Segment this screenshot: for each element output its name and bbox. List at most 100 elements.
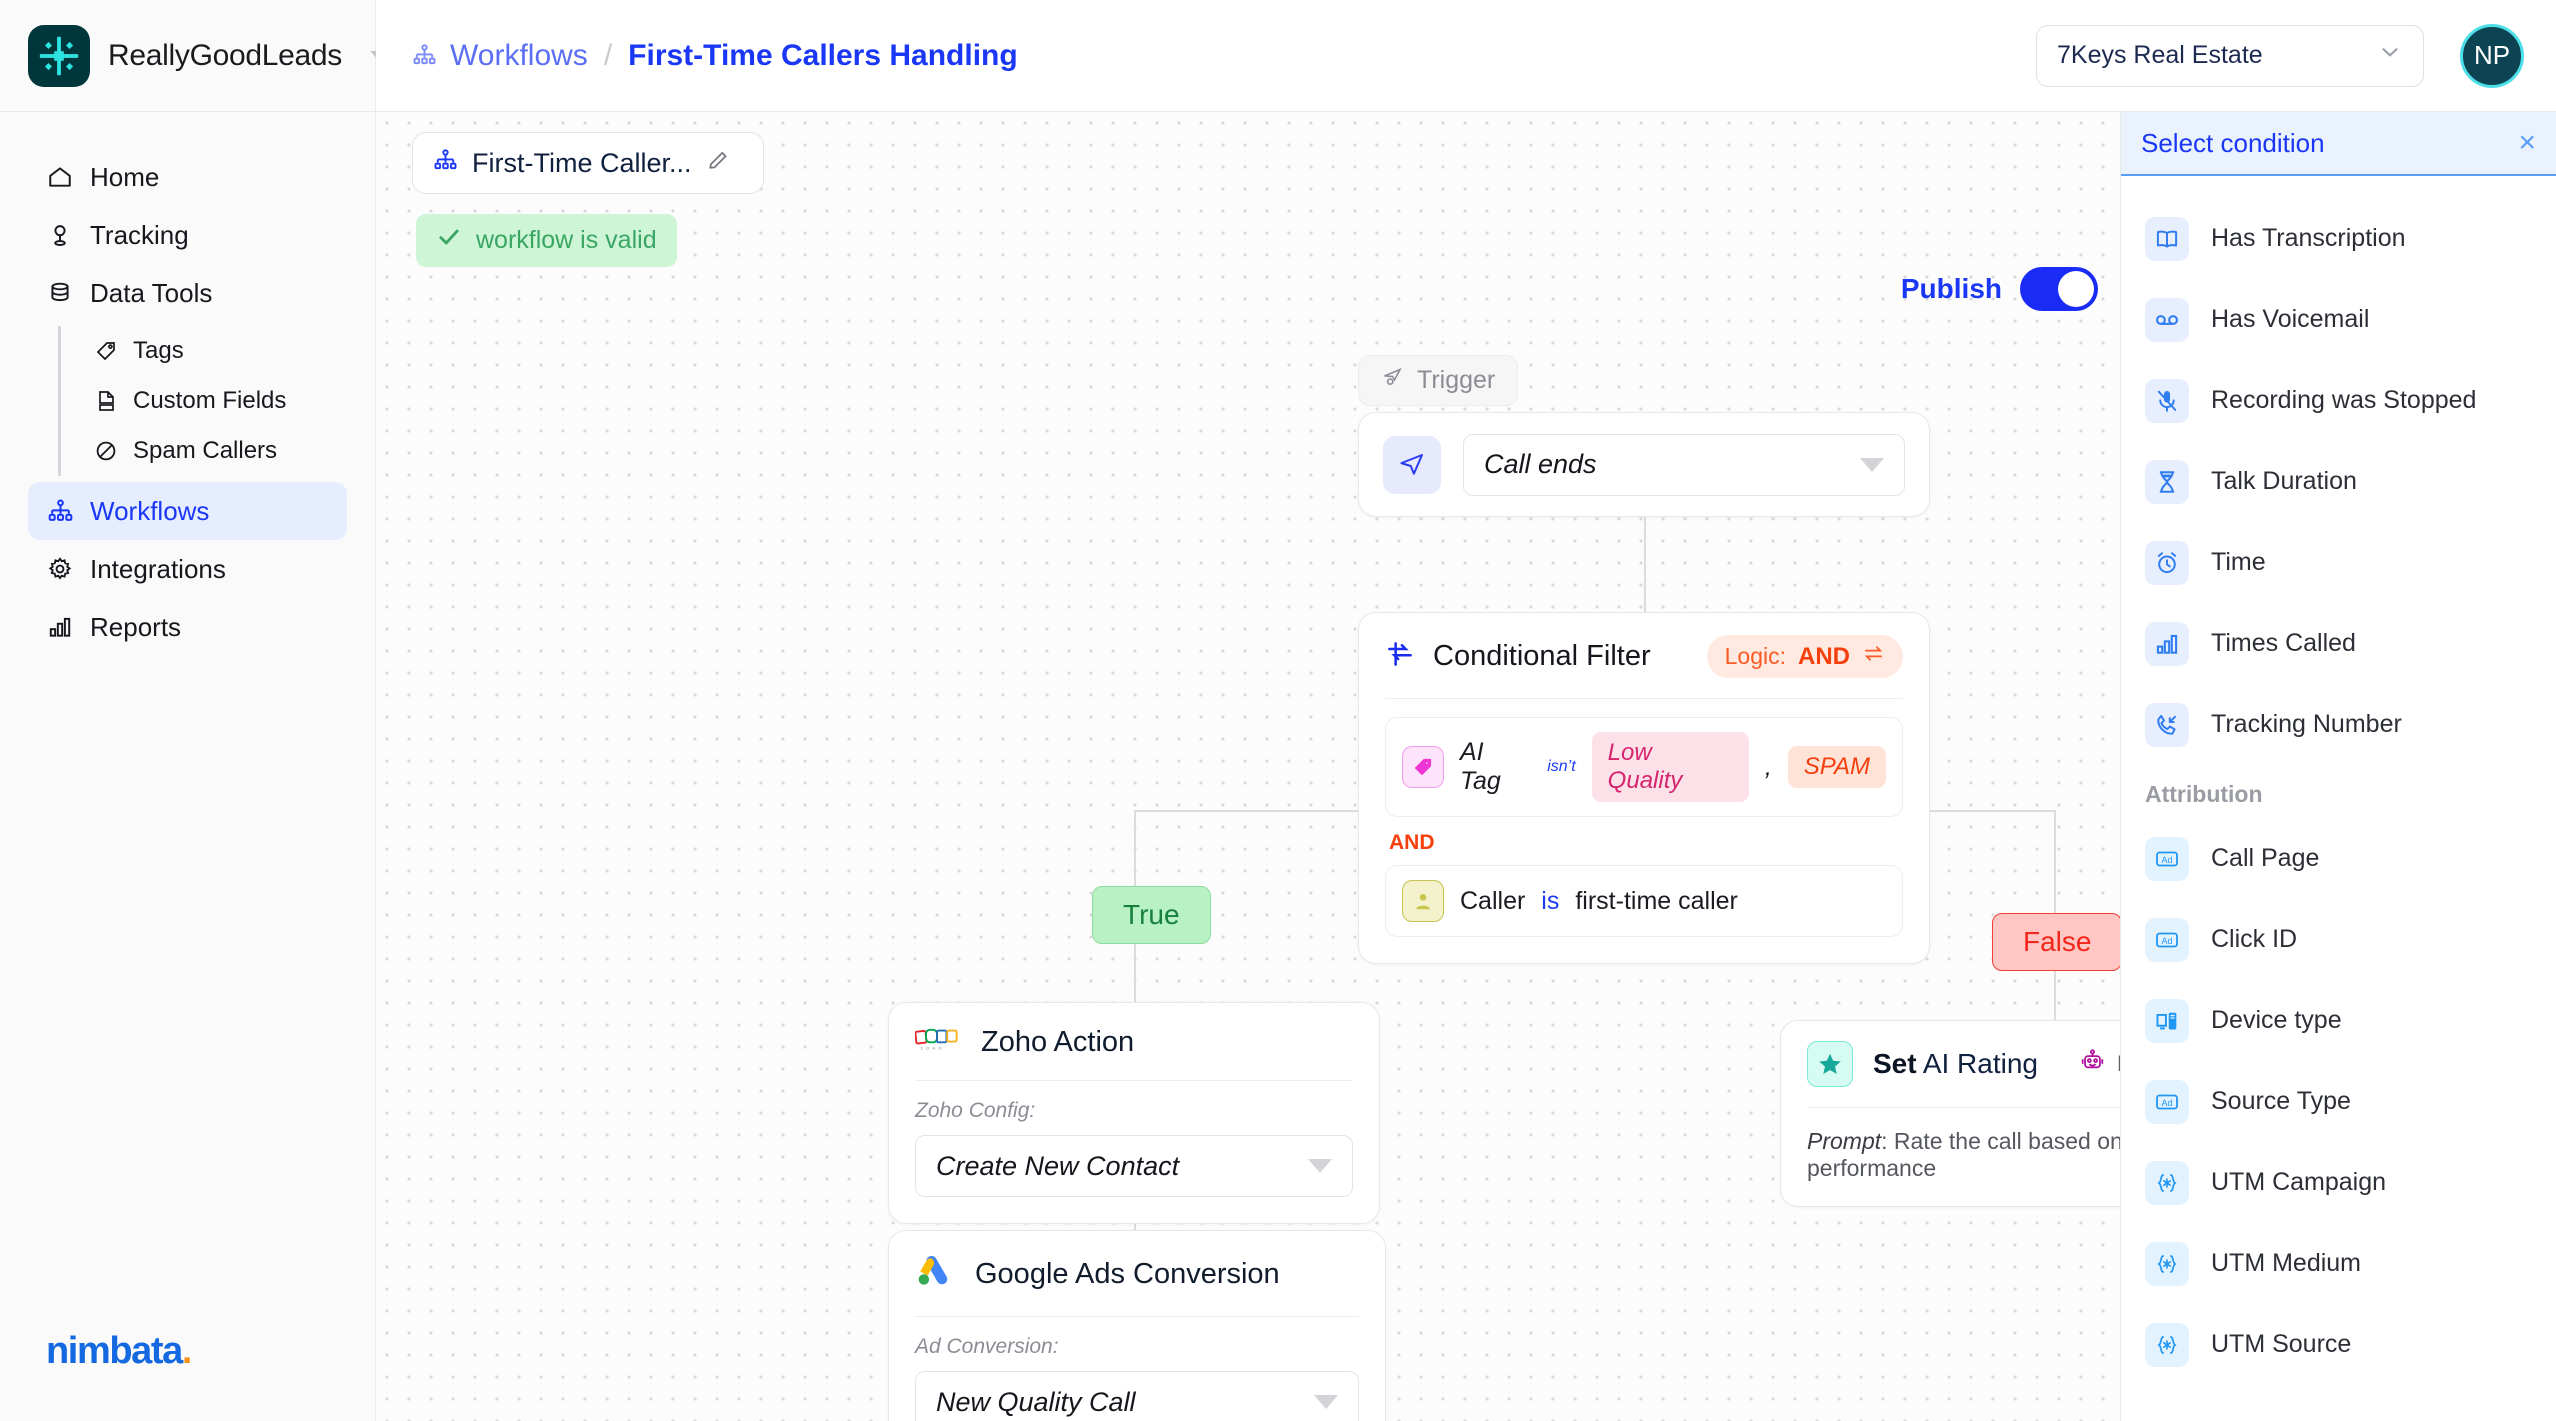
- condition-field: AI Tag: [1460, 738, 1501, 795]
- divider: [915, 1080, 1353, 1081]
- google-ads-title: Google Ads Conversion: [975, 1258, 1280, 1290]
- sidebar-item-data-tools[interactable]: Data Tools: [28, 264, 347, 322]
- trigger-select[interactable]: Call ends: [1463, 433, 1905, 496]
- svg-text:Ad: Ad: [2161, 1098, 2172, 1108]
- braces-icon: [2145, 1322, 2189, 1367]
- condition-item-label: Tracking Number: [2211, 710, 2402, 738]
- ad-conversion-label: Ad Conversion:: [915, 1335, 1059, 1358]
- zoho-action-title: Zoho Action: [981, 1026, 1135, 1058]
- svg-text:Z O H O: Z O H O: [921, 1045, 943, 1050]
- condition-value-pill[interactable]: SPAM: [1787, 746, 1886, 788]
- voicemail-icon: [2145, 297, 2189, 342]
- sidebar-item-label: Integrations: [90, 553, 226, 584]
- condition-field: Caller: [1460, 886, 1526, 915]
- top-bar: Workflows / First-Time Callers Handling …: [376, 0, 2556, 112]
- star-icon: [1807, 1041, 1853, 1087]
- branch-icon: [1385, 639, 1415, 674]
- divider: [915, 1316, 1359, 1317]
- publish-label: Publish: [1900, 273, 2002, 304]
- condition-list[interactable]: Has Transcription Has Voicemail: [2121, 176, 2556, 1421]
- main-area: Workflows / First-Time Callers Handling …: [376, 0, 2556, 1421]
- sidebar-subitem-label: Spam Callers: [133, 437, 278, 464]
- condition-item-utm-medium[interactable]: UTM Medium: [2121, 1223, 2556, 1304]
- condition-value: first-time caller: [1575, 886, 1738, 915]
- condition-item-tracking-number[interactable]: Tracking Number: [2121, 684, 2556, 765]
- chevron-down-icon: [1314, 1395, 1338, 1409]
- tag-icon: [1402, 746, 1444, 788]
- condition-item-device-type[interactable]: Device type: [2121, 980, 2556, 1061]
- nimbata-logo-text: nimbata: [46, 1330, 183, 1372]
- ad-icon: Ad: [2145, 836, 2189, 881]
- brand-header[interactable]: ReallyGoodLeads: [0, 0, 388, 112]
- condition-item-recording-was-stopped[interactable]: Recording was Stopped: [2121, 360, 2556, 441]
- sidebar: ReallyGoodLeads Home Tracking: [0, 0, 388, 1421]
- zoho-action-node[interactable]: Z O H O Zoho Action Zoho Config: Create …: [888, 1002, 1380, 1224]
- condition-item-call-page[interactable]: Ad Call Page: [2121, 818, 2556, 899]
- logic-toggle-chip[interactable]: Logic: AND: [1706, 635, 1903, 678]
- sidebar-item-spam-callers[interactable]: Spam Callers: [85, 426, 347, 476]
- condition-item-label: Has Transcription: [2211, 224, 2406, 252]
- condition-item-click-id[interactable]: Ad Click ID: [2121, 899, 2556, 980]
- sidebar-item-tags[interactable]: Tags: [85, 326, 347, 376]
- condition-operator: is: [1541, 886, 1560, 915]
- conditional-filter-node[interactable]: Conditional Filter Logic: AND: [1358, 612, 1930, 964]
- home-icon: [46, 163, 74, 191]
- zoho-logo-icon: Z O H O: [914, 1025, 959, 1060]
- breadcrumb: Workflows / First-Time Callers Handling: [412, 39, 1018, 73]
- conditional-filter-title: Conditional Filter: [1433, 640, 1651, 672]
- trigger-chip: Trigger: [1358, 355, 1519, 406]
- ad-icon: Ad: [2145, 1079, 2189, 1124]
- sidebar-item-tracking[interactable]: Tracking: [28, 206, 347, 264]
- sidebar-item-workflows[interactable]: Workflows: [28, 482, 347, 540]
- chevron-down-icon: [1308, 1159, 1332, 1173]
- condition-item-time[interactable]: Time: [2121, 522, 2556, 603]
- condition-row-ai-tag[interactable]: AI Tag isn’t Low Quality , SPAM: [1385, 717, 1903, 817]
- condition-item-label: UTM Source: [2211, 1330, 2352, 1358]
- topbar-right: 7Keys Real Estate NP: [2036, 23, 2524, 88]
- close-icon[interactable]: ×: [2518, 126, 2536, 159]
- condition-value-pill[interactable]: Low Quality: [1591, 732, 1749, 802]
- condition-item-label: Times Called: [2211, 629, 2356, 657]
- ad-conversion-select[interactable]: New Quality Call: [915, 1371, 1359, 1421]
- condition-item-has-transcription[interactable]: Has Transcription: [2121, 198, 2556, 279]
- branch-label-true: True: [1092, 886, 1211, 944]
- avatar-initials: NP: [2473, 40, 2511, 70]
- nimbata-logo-dot: .: [181, 1330, 193, 1372]
- sidebar-item-home[interactable]: Home: [28, 148, 347, 206]
- pencil-icon[interactable]: [706, 148, 731, 178]
- google-ads-conversion-node[interactable]: Google Ads Conversion Ad Conversion: New…: [888, 1230, 1386, 1421]
- condition-item-has-voicemail[interactable]: Has Voicemail: [2121, 279, 2556, 360]
- condition-item-talk-duration[interactable]: Talk Duration: [2121, 441, 2556, 522]
- set-ai-rating-title-rest: AI Rating: [1922, 1048, 2038, 1079]
- bar-chart-icon: [2145, 621, 2189, 666]
- account-selector[interactable]: 7Keys Real Estate: [2036, 24, 2424, 87]
- workflow-name-chip[interactable]: First-Time Caller...: [412, 132, 764, 194]
- trigger-node[interactable]: Call ends: [1358, 412, 1930, 517]
- avatar[interactable]: NP: [2460, 23, 2524, 88]
- condition-row-caller[interactable]: Caller is first-time caller: [1385, 865, 1903, 937]
- condition-item-source-type[interactable]: Ad Source Type: [2121, 1061, 2556, 1142]
- sidebar-item-reports[interactable]: Reports: [28, 598, 347, 656]
- breadcrumb-root[interactable]: Workflows: [450, 38, 588, 72]
- condition-item-utm-source[interactable]: UTM Source: [2121, 1304, 2556, 1385]
- sidebar-item-integrations[interactable]: Integrations: [28, 540, 347, 598]
- svg-text:Ad: Ad: [2161, 936, 2172, 946]
- sidebar-subitem-label: Tags: [133, 337, 184, 364]
- incoming-call-icon: [2145, 702, 2189, 747]
- condition-item-utm-campaign[interactable]: UTM Campaign: [2121, 1142, 2556, 1223]
- select-condition-header: Select condition ×: [2121, 112, 2556, 176]
- publish-toggle[interactable]: [2020, 267, 2098, 311]
- condition-item-times-called[interactable]: Times Called: [2121, 603, 2556, 684]
- zoho-config-select[interactable]: Create New Contact: [915, 1135, 1353, 1197]
- mic-off-icon: [2145, 378, 2189, 423]
- sidebar-nav: Home Tracking Data Tools: [0, 112, 375, 656]
- svg-text:Ad: Ad: [2161, 855, 2172, 865]
- workflow-icon: [412, 43, 438, 69]
- nimbata-logo: nimbata .: [46, 1330, 192, 1373]
- check-icon: [436, 224, 462, 257]
- connector-trigger-to-filter: [1644, 517, 1646, 612]
- device-icon: [2145, 998, 2189, 1043]
- zoho-config-value: Create New Contact: [936, 1150, 1180, 1181]
- sidebar-item-label: Tracking: [90, 219, 189, 250]
- sidebar-item-custom-fields[interactable]: Custom Fields: [85, 376, 347, 426]
